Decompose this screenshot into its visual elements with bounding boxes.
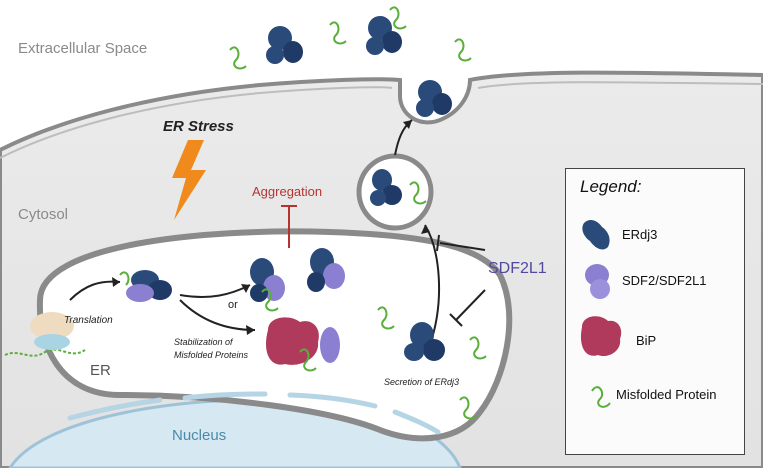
erdj3-extracellular-2 <box>366 16 402 55</box>
arrowheads <box>112 120 430 335</box>
misfolded-protein-icons <box>119 6 487 420</box>
nuclear-envelope <box>67 391 441 435</box>
er-stress-label: ER Stress <box>163 118 234 135</box>
cytosol-label: Cytosol <box>18 206 69 223</box>
or-label: or <box>228 299 238 311</box>
erdj3-complex-translation <box>126 270 172 302</box>
legend: Legend: ERdj3 SDF2/SDF2L1 BiP Misfolded … <box>565 168 745 455</box>
sdf2l1-inhibition-lines <box>436 234 486 327</box>
erdj3-er-lumen <box>404 322 445 361</box>
sdf2-icon <box>585 264 610 299</box>
bip-icon <box>580 316 622 357</box>
legend-item-erdj3: ERdj3 <box>622 227 658 242</box>
aggregation-label: Aggregation <box>252 184 323 199</box>
sdf2l1-label: SDF2L1 <box>488 260 547 277</box>
erdj3-secreting <box>416 80 452 117</box>
misfolded-protein-icon <box>591 386 611 408</box>
secretion-of-erdj3-label: Secretion of ERdj3 <box>384 377 460 387</box>
legend-item-misfolded-protein: Misfolded Protein <box>616 387 717 402</box>
er-label: ER <box>90 362 111 379</box>
extracellular-space-label: Extracellular Space <box>18 40 148 57</box>
legend-item-sdf2: SDF2/SDF2L1 <box>622 273 707 288</box>
erdj3-extracellular-1 <box>266 26 303 64</box>
erdj3-sdf2-complex-1 <box>250 258 285 302</box>
nucleus-label: Nucleus <box>172 427 227 444</box>
aggregation-inhibition <box>281 205 297 248</box>
erdj3-vesicle <box>370 169 402 206</box>
bip-complex <box>265 317 340 365</box>
stabilization-label-line1: Stabilization of <box>174 337 233 347</box>
stabilization-label-line2: Misfolded Proteins <box>174 350 249 360</box>
legend-title: Legend: <box>580 177 642 196</box>
lightning-bolt-icon <box>172 140 206 220</box>
erdj3-icon <box>582 220 610 250</box>
legend-item-bip: BiP <box>636 333 657 348</box>
translation-label: Translation <box>64 315 113 326</box>
erdj3-sdf2-complex-2 <box>307 248 345 292</box>
ribosome-icon <box>4 312 86 357</box>
